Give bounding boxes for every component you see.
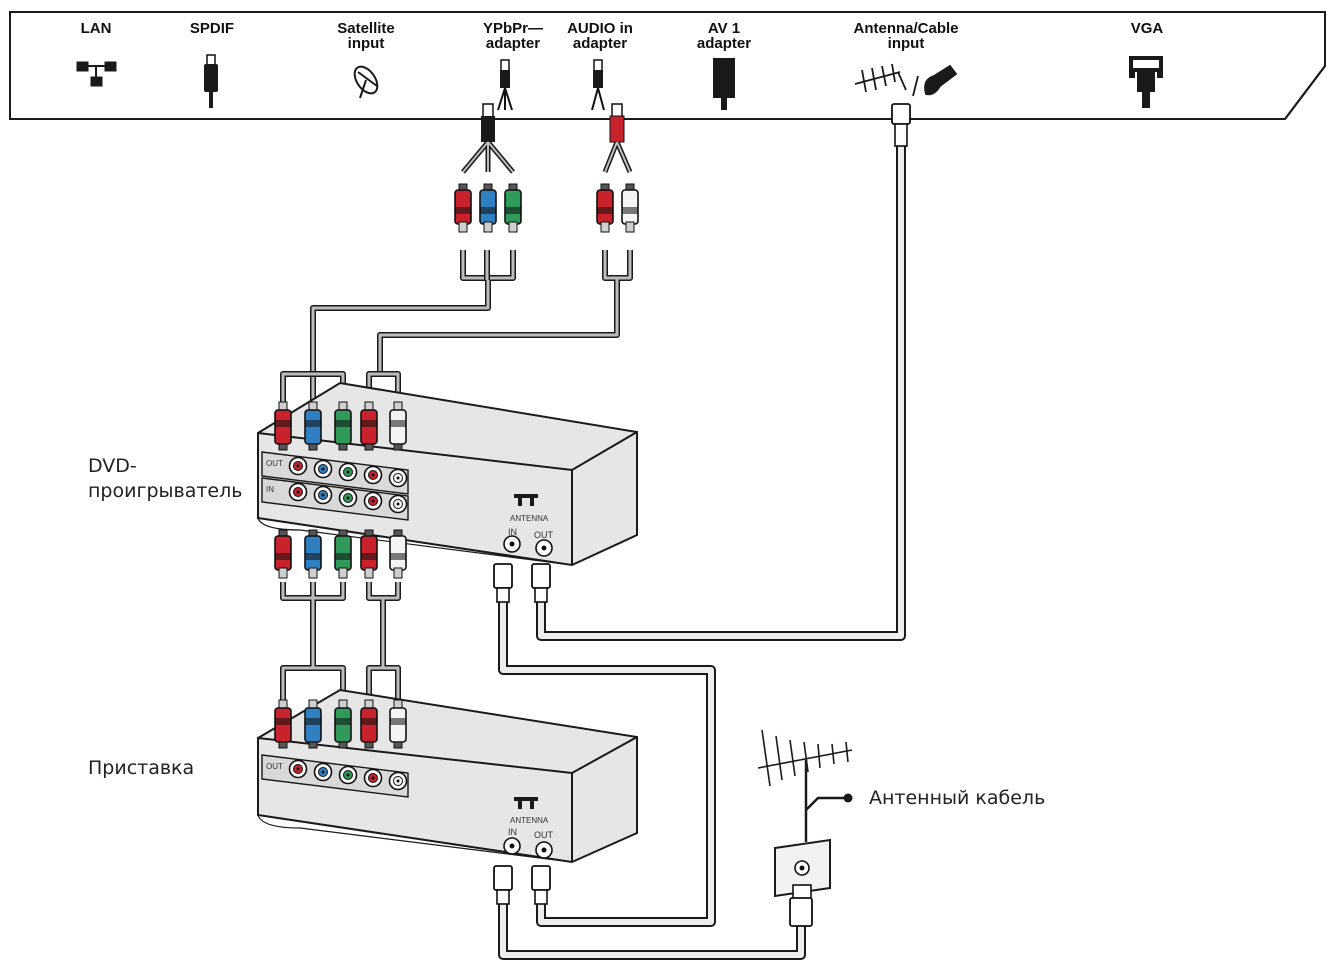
stb-ant-in-label: IN: [508, 827, 517, 837]
cables: [280, 145, 906, 960]
dvd-in-jack: [388, 494, 408, 514]
dvd-in-jack: [363, 491, 383, 511]
port-label-ypbpr: YPbPr—: [483, 20, 543, 37]
antenna-cable-icon: [854, 63, 958, 97]
av1-adapter-icon: [713, 58, 735, 110]
stb-out-label: OUT: [266, 762, 283, 771]
wall-socket: [774, 838, 831, 927]
dvd-ant-out-label: OUT: [534, 530, 554, 540]
ypbpr-rca-plug: [479, 183, 497, 233]
dvd-antenna-in-jack: [503, 535, 521, 553]
dvd-in-label: IN: [266, 485, 274, 494]
stb-top-rca-plug: [274, 699, 292, 749]
dvd-out-jack: [388, 468, 408, 488]
ypbpr-adapter-icon: [497, 59, 513, 111]
audio-rca-plug: [596, 183, 614, 233]
port-label-audio: adapter: [573, 35, 627, 52]
dvd-coax-plugs: [493, 563, 551, 603]
port-label-lan: LAN: [81, 20, 112, 37]
stb-ant-out-label: OUT: [534, 830, 554, 840]
stb-antenna-in-jack: [503, 837, 521, 855]
antenna-cable-label: Антенный кабель: [869, 787, 1045, 809]
stb-out-jack: [388, 771, 408, 791]
device-label-dvd: DVD-: [88, 455, 137, 477]
port-label-satellite: Satellite: [337, 20, 395, 37]
dvd-bottom-rca-plug: [360, 529, 378, 579]
dvd-in-jack: [288, 482, 308, 502]
port-label-ypbpr: adapter: [486, 35, 540, 52]
dvd-antenna-label: ANTENNA: [510, 514, 549, 523]
dvd-out-jack: [338, 462, 358, 482]
dvd-ant-in-label: IN: [508, 527, 517, 537]
dvd-out-jack: [313, 459, 333, 479]
audio-adapter-plug: [602, 103, 633, 173]
stb-out-jack: [288, 759, 308, 779]
dvd-out-label: OUT: [266, 459, 283, 468]
antenna-icon: [757, 729, 853, 842]
dvd-out-jack: [288, 456, 308, 476]
port-label-satellite: input: [348, 35, 385, 52]
audio-rca-plug: [621, 183, 639, 233]
dvd-bottom-rca-plug: [274, 529, 292, 579]
port-label-audio: AUDIO in: [567, 20, 633, 37]
port-label-spdif: SPDIF: [190, 20, 234, 37]
stb-out-jack: [363, 768, 383, 788]
port-label-av1: adapter: [697, 35, 751, 52]
stb-out-jack: [313, 762, 333, 782]
vga-icon: [1129, 56, 1163, 108]
dvd-bottom-rca-plug: [304, 529, 322, 579]
device-label-stb: Приставка: [88, 757, 194, 779]
dvd-out-jack: [363, 465, 383, 485]
port-label-vga: VGA: [1131, 20, 1164, 37]
stb-out-jack: [338, 765, 358, 785]
dvd-in-jack: [313, 485, 333, 505]
dvd-top-rca-plug: [274, 401, 292, 451]
spdif-icon: [204, 54, 218, 108]
port-label-antenna: input: [888, 35, 925, 52]
stb-antenna-out-jack: [535, 841, 553, 859]
dvd-in-jack: [338, 488, 358, 508]
antenna-logo-icon: [514, 494, 538, 506]
stb-antenna-label: ANTENNA: [510, 816, 549, 825]
ypbpr-rca-plug: [454, 183, 472, 233]
dvd-bottom-rca-plug: [389, 529, 407, 579]
ypbpr-adapter-plug: [461, 103, 515, 174]
device-label-dvd: проигрыватель: [88, 480, 242, 502]
adapter-plugs: [454, 183, 639, 233]
antenna-input-plug: [891, 103, 911, 147]
port-label-antenna: Antenna/Cable: [853, 20, 958, 37]
ypbpr-rca-plug: [504, 183, 522, 233]
stb-coax-plugs: [493, 865, 551, 905]
satellite-icon: [353, 65, 379, 99]
audio-adapter-icon: [591, 59, 605, 111]
port-label-av1: AV 1: [708, 20, 740, 37]
antenna-logo-icon: [514, 797, 538, 809]
tv-connection-panel: [9, 11, 1326, 120]
lan-icon: [76, 61, 117, 87]
dvd-bottom-rca-plug: [334, 529, 352, 579]
dvd-antenna-out-jack: [535, 539, 553, 557]
